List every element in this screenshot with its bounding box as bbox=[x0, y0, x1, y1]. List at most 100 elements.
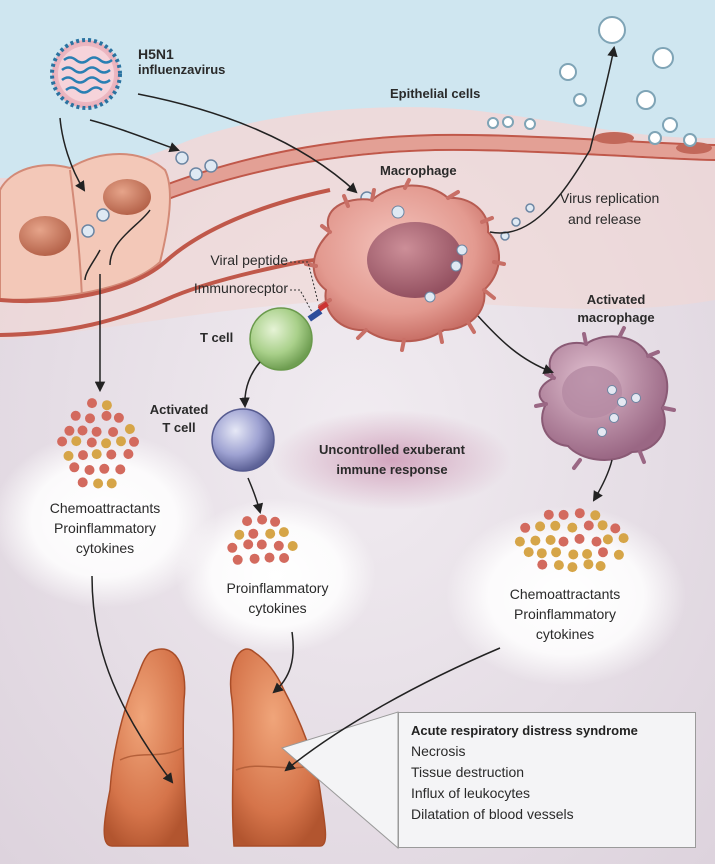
cytokine-dot bbox=[242, 516, 252, 526]
cytokine-dot bbox=[243, 539, 253, 549]
cytokine-dot bbox=[551, 547, 561, 557]
macrophage-label: Macrophage bbox=[380, 163, 457, 179]
response-glow bbox=[272, 410, 512, 510]
cytokine-dot bbox=[129, 437, 139, 447]
epithelial-cells-label: Epithelial cells bbox=[390, 86, 480, 102]
cytokine-dot bbox=[270, 517, 280, 527]
cytokine-dot bbox=[274, 541, 284, 551]
cytokine-dot bbox=[69, 462, 79, 472]
cytokine-dot bbox=[101, 438, 111, 448]
cytokine-dot bbox=[57, 437, 67, 447]
cytokine-dot bbox=[279, 553, 289, 563]
cytokine-dot bbox=[559, 537, 569, 547]
cytokine-dot bbox=[257, 540, 267, 550]
middle-cytokine-label-line1: Proinflammatory bbox=[190, 580, 365, 597]
cytokine-dot bbox=[584, 521, 594, 531]
ards-item-necrosis: Necrosis bbox=[411, 741, 685, 762]
cytokine-dot bbox=[524, 547, 534, 557]
virus-replication-label-line2: and release bbox=[568, 211, 641, 228]
activated-t-cell-label-line1: Activated bbox=[134, 402, 224, 418]
ards-item-vessel-dilatation: Dilatation of blood vessels bbox=[411, 804, 685, 825]
ards-title: Acute respiratory distress syndrome bbox=[411, 723, 685, 738]
left-cytokine-label-line1: Chemoattractants bbox=[10, 500, 200, 517]
cytokine-dot bbox=[227, 543, 237, 553]
viral-peptide-label: Viral peptide bbox=[150, 252, 288, 269]
cytokine-dot bbox=[567, 523, 577, 533]
cytokine-dot bbox=[107, 478, 117, 488]
virus-name-label: H5N1 bbox=[138, 46, 174, 63]
cytokine-dot bbox=[87, 398, 97, 408]
h5n1-virion bbox=[52, 40, 120, 108]
cytokine-dot bbox=[93, 479, 103, 489]
cytokine-dot bbox=[568, 550, 578, 560]
virus-type-label: influenzavirus bbox=[138, 62, 225, 78]
epithelial-nucleus bbox=[19, 216, 71, 256]
cytokine-dot bbox=[279, 527, 289, 537]
cytokine-dot bbox=[257, 515, 267, 525]
ards-callout-box: Acute respiratory distress syndrome Necr… bbox=[398, 712, 696, 848]
cytokine-dot bbox=[537, 560, 547, 570]
cytokine-dot bbox=[102, 411, 112, 421]
cytokine-dot bbox=[614, 550, 624, 560]
cytokine-dot bbox=[598, 547, 608, 557]
cytokine-dot bbox=[234, 530, 244, 540]
cytokine-dot bbox=[546, 535, 556, 545]
cytokine-dot bbox=[116, 436, 126, 446]
cytokine-dot bbox=[575, 534, 585, 544]
right-cytokine-label-line1: Chemoattractants bbox=[470, 586, 660, 603]
cytokine-dot bbox=[102, 400, 112, 410]
activated-macrophage-label-line1: Activated bbox=[556, 292, 676, 308]
cytokine-dot bbox=[590, 510, 600, 520]
uncontrolled-response-label-line1: Uncontrolled exuberant bbox=[302, 442, 482, 458]
cytokine-dot bbox=[71, 411, 81, 421]
left-cytokine-label-line2: Proinflammatory bbox=[10, 520, 200, 537]
activated-t-cell bbox=[212, 409, 274, 471]
cytokine-dot bbox=[583, 559, 593, 569]
cytokine-dot bbox=[115, 464, 125, 474]
left-cytokine-label-line3: cytokines bbox=[10, 540, 200, 557]
cytokine-dot bbox=[92, 449, 102, 459]
cytokine-dot bbox=[592, 537, 602, 547]
cytokine-dot bbox=[596, 561, 606, 571]
cytokine-dot bbox=[265, 553, 275, 563]
right-cytokine-label-line2: Proinflammatory bbox=[470, 606, 660, 623]
cytokine-dot bbox=[250, 554, 260, 564]
activated-macrophage-label-line2: macrophage bbox=[556, 310, 676, 326]
cytokine-dot bbox=[530, 536, 540, 546]
cytokine-dot bbox=[603, 534, 613, 544]
cytokine-dot bbox=[550, 521, 560, 531]
cytokine-dot bbox=[92, 427, 102, 437]
cytokine-dot bbox=[85, 465, 95, 475]
cytokine-dot bbox=[265, 529, 275, 539]
immunoreceptor-label: Immunorecptor bbox=[130, 280, 288, 297]
cytokine-dot bbox=[87, 438, 97, 448]
uncontrolled-response-label-line2: immune response bbox=[302, 462, 482, 478]
t-cell-label: T cell bbox=[200, 330, 233, 346]
cytokine-dot bbox=[108, 427, 118, 437]
cytokine-dot bbox=[575, 508, 585, 518]
epithelial-nucleus bbox=[594, 132, 634, 144]
right-cytokine-label-line3: cytokines bbox=[470, 626, 660, 643]
cytokine-dot bbox=[535, 521, 545, 531]
cytokine-dot bbox=[64, 451, 74, 461]
cytokine-dot bbox=[567, 562, 577, 572]
cytokine-dot bbox=[85, 413, 95, 423]
cytokine-dot bbox=[114, 413, 124, 423]
cytokine-dot bbox=[78, 450, 88, 460]
cytokine-dot bbox=[515, 537, 525, 547]
cytokine-dot bbox=[78, 426, 88, 436]
ards-item-tissue-destruction: Tissue destruction bbox=[411, 762, 685, 783]
ards-item-leukocyte-influx: Influx of leukocytes bbox=[411, 783, 685, 804]
virus-replication-label-line1: Virus replication bbox=[560, 190, 659, 207]
cytokine-dot bbox=[598, 520, 608, 530]
cytokine-dot bbox=[288, 541, 298, 551]
cytokine-dot bbox=[559, 510, 569, 520]
cytokine-dot bbox=[123, 449, 133, 459]
t-cell bbox=[250, 308, 312, 370]
cytokine-dot bbox=[619, 533, 629, 543]
cytokine-dot bbox=[537, 548, 547, 558]
cytokine-dot bbox=[106, 450, 116, 460]
epithelial-nucleus bbox=[103, 179, 151, 215]
cytokine-dot bbox=[99, 464, 109, 474]
